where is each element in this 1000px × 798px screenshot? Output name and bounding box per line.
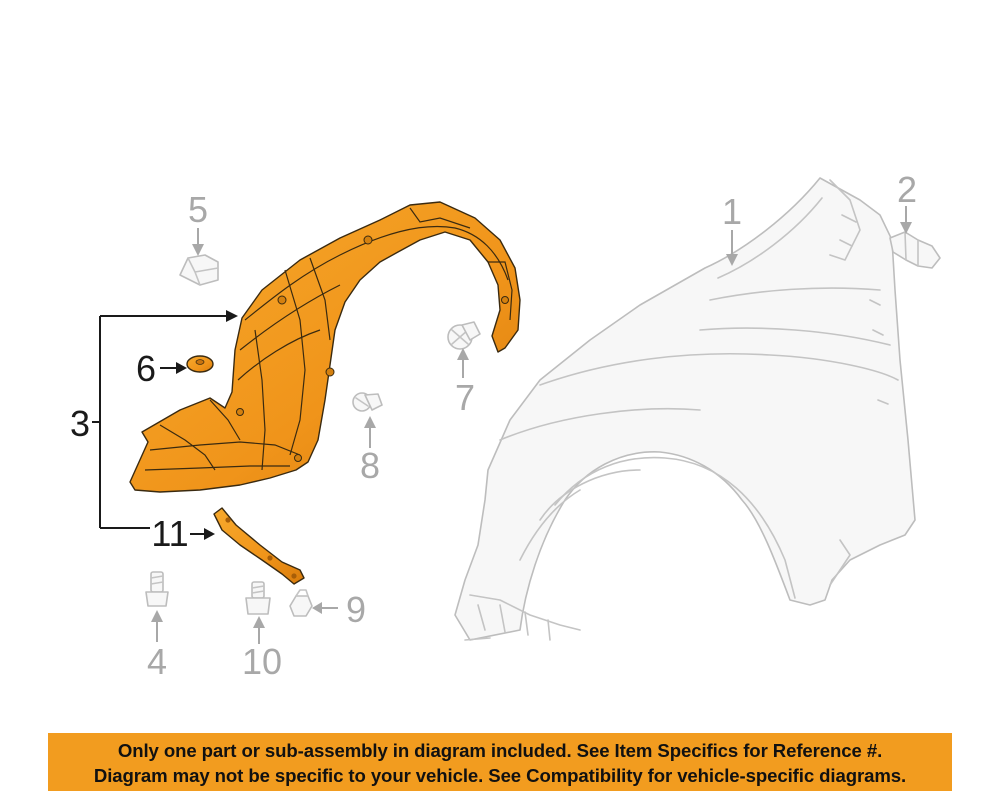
leader-arrow-9 [312, 602, 322, 614]
clip-part-7 [447, 321, 481, 350]
clip-part-8 [352, 392, 383, 412]
leader-arrow-10 [253, 616, 265, 628]
leader-arrow-5 [192, 244, 204, 256]
disclaimer-line-2: Diagram may not be specific to your vehi… [93, 765, 907, 786]
bolt-part-10 [245, 581, 271, 615]
callout-4: 4 [147, 641, 167, 682]
clip-part-5 [179, 254, 219, 286]
clip-part-9 [289, 589, 313, 617]
leader-arrow-11 [204, 528, 215, 540]
callout-11: 11 [151, 513, 188, 554]
washer-part-6[interactable] [186, 355, 214, 373]
bolt-part-4 [145, 571, 169, 607]
callout-5: 5 [188, 189, 208, 230]
callout-7: 7 [455, 377, 475, 418]
leader-arrow-7 [457, 348, 469, 360]
fender-liner-part-3 [129, 201, 521, 493]
bracket-part-11[interactable] [213, 507, 305, 585]
callout-2: 2 [897, 169, 917, 210]
disclaimer-line-1: Only one part or sub-assembly in diagram… [117, 740, 883, 761]
callout-1: 1 [722, 191, 742, 232]
callout-6: 6 [136, 348, 156, 389]
leader-arrow-1 [726, 254, 738, 266]
group-bracket-3 [92, 310, 238, 529]
disclaimer-banner: Only one part or sub-assembly in diagram… [48, 733, 952, 791]
callout-3: 3 [70, 403, 90, 444]
bolt-part-2 [889, 231, 941, 269]
leader-arrow-8 [364, 416, 376, 428]
callout-9: 9 [346, 589, 366, 630]
callout-8: 8 [360, 445, 380, 486]
leader-arrow-2 [900, 222, 912, 234]
leader-arrow-4 [151, 610, 163, 622]
fender-part-1 [454, 177, 916, 641]
callout-10: 10 [242, 641, 282, 682]
leader-arrow-6 [176, 362, 187, 374]
